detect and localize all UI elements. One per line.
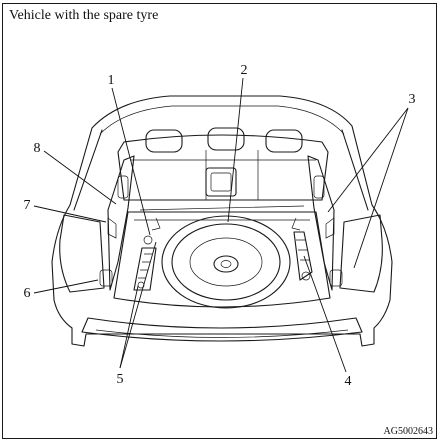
jack	[293, 231, 313, 281]
callout-1: 1	[107, 73, 115, 88]
callout-2: 2	[240, 63, 248, 78]
callout-8: 8	[33, 141, 41, 156]
rear-seats	[117, 127, 329, 201]
leader-lines	[33, 77, 409, 373]
figure-title: Vehicle with the spare tyre	[9, 8, 159, 23]
callout-7: 7	[23, 198, 31, 213]
callout-6: 6	[23, 286, 31, 301]
callout-3: 3	[408, 92, 416, 107]
image-code: AG5002643	[383, 426, 433, 437]
cargo-floor-well	[113, 205, 331, 308]
cargo-hooks	[151, 217, 301, 231]
callout-4: 4	[344, 374, 352, 389]
spare-tyre	[161, 215, 291, 309]
vehicle-body	[51, 95, 393, 347]
tool-tray-left	[133, 235, 157, 291]
cargo-side-walls	[99, 155, 343, 291]
figure-frame	[2, 3, 437, 439]
callout-5: 5	[116, 372, 124, 387]
